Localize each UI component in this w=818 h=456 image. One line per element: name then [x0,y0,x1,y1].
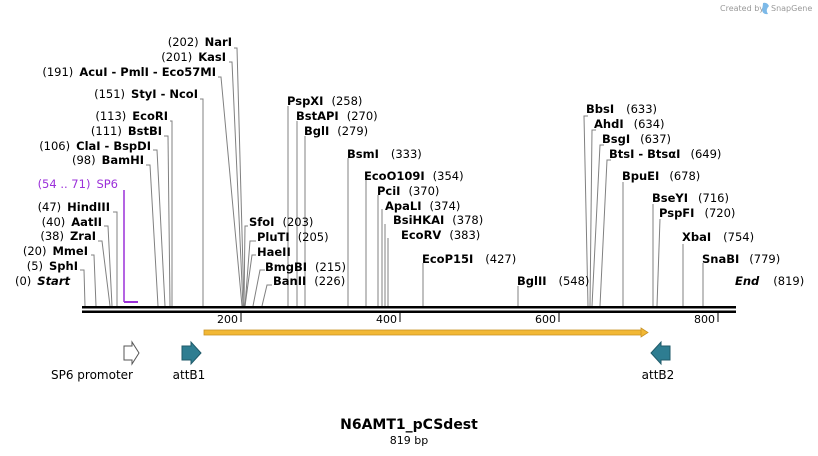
ruler-label-600: 600 [535,313,556,326]
site-label-pcii[interactable]: PciI(370) [377,184,439,198]
site-label-ahdi[interactable]: AhdI(634) [594,117,665,131]
site-label-bseyi[interactable]: BseYI(716) [652,191,729,205]
map-length: 819 bp [390,434,428,447]
attb2-arrow-icon [650,340,671,366]
backbone [82,306,736,313]
site-label-zrai[interactable]: (38)ZraI [40,229,96,243]
site-line-ecori [170,120,173,306]
site-label-bglii[interactable]: BglII(548) [517,274,589,288]
site-label-ecorv[interactable]: EcoRV(383) [401,228,480,242]
site-label-acui[interactable]: (191)AcuI - PmlI - Eco57MI [42,65,216,79]
site-label-snabi[interactable]: SnaBI(779) [702,252,780,266]
site-line-kasi [229,61,244,307]
feature-label-attb2: attB2 [642,368,675,382]
site-lines [80,47,704,307]
site-label-clai[interactable]: (106)ClaI - BspDI [39,139,151,153]
site-line-btsi [599,159,611,307]
site-line-pspfi [656,218,661,307]
site-line-sfoi [243,225,248,307]
site-label-bmgbi[interactable]: BmgBI(215) [265,260,346,274]
orf-bar [203,329,643,336]
site-line-bamhi [146,164,159,307]
site-label-bamhi[interactable]: (98)BamHI [72,153,144,167]
site-line-pluti [244,240,256,307]
site-line-sphi [80,269,86,307]
site-line-hindiii [113,211,118,306]
site-label-btsi[interactable]: BtsI - BtsαI(649) [609,147,721,161]
site-label-bsgi[interactable]: BsgI(637) [602,132,671,146]
attb1-arrow-icon [181,340,202,366]
site-label-start[interactable]: (0)Start [15,274,71,288]
site-line-ahdi [589,129,596,307]
site-line-zrai [98,240,111,307]
site-label-pspxi[interactable]: PspXI(258) [287,94,362,108]
site-labels: (202)NarI (201)KasI (191)AcuI - PmlI - E… [15,35,804,288]
site-line-bbsi [583,115,589,307]
site-label-pluti[interactable]: PluTI(205) [257,230,329,244]
site-label-bbsi[interactable]: BbsI(633) [586,102,657,116]
site-label-nari[interactable]: (202)NarI [168,35,232,49]
backbone-strand-bottom [82,310,736,313]
site-label-bsmi[interactable]: BsmI(333) [347,147,422,161]
site-label-end[interactable]: End(819) [735,274,804,288]
site-label-pspfi[interactable]: PspFI(720) [659,206,735,220]
snapgene-credit: Created by SnapGene [720,2,812,15]
feature-label-attb1: attB1 [173,368,206,382]
feature-label-sp6-promoter: SP6 promoter [51,368,133,382]
site-label-styi[interactable]: (151)StyI - NcoI [94,87,198,101]
orf-arrowhead-icon [640,327,649,338]
site-line-clai [153,149,166,307]
site-line-acui [218,76,243,307]
site-label-ecori[interactable]: (113)EcoRI [95,109,168,123]
site-label-kasi[interactable]: (201)KasI [161,50,226,64]
primer-sp6[interactable] [123,190,138,303]
site-label-ecop15i[interactable]: EcoP15I(427) [422,252,516,266]
orf-arrow[interactable] [203,327,649,338]
site-label-bstapi[interactable]: BstAPI(270) [296,109,378,123]
site-line-styi [200,98,204,306]
primer-label-sp6[interactable]: (54 .. 71)SP6 [38,177,118,191]
ruler-label-200: 200 [217,313,238,326]
backbone-strand-top [82,306,736,309]
ruler-label-400: 400 [376,313,397,326]
credit-brand: SnapGene [771,4,812,13]
site-line-bstbi [164,135,171,307]
site-label-hindiii[interactable]: (47)HindIII [38,200,110,214]
site-label-haeii[interactable]: HaeII [257,245,291,259]
site-line-bsgi [591,144,604,307]
site-label-bstbi[interactable]: (111)BstBI [91,124,162,138]
site-line-bmgbi [252,269,265,307]
site-label-apali[interactable]: ApaLI(374) [385,199,460,213]
site-label-bsihkai[interactable]: BsiHKAI(378) [393,213,483,227]
site-label-sfoi[interactable]: SfoI(203) [249,215,313,229]
site-label-bgli[interactable]: BglI(279) [304,124,368,138]
ruler: 200 400 600 800 [217,313,719,326]
promoter-arrow-icon [123,340,140,366]
feature-sp6-promoter[interactable]: SP6 promoter [51,340,140,382]
site-label-mmei[interactable]: (20)MmeI [23,244,88,258]
site-line-mmei [91,254,97,307]
feature-attb1[interactable]: attB1 [173,340,206,382]
site-label-aatii[interactable]: (40)AatII [42,215,102,229]
site-line-haeii [244,254,256,307]
feature-attb2[interactable]: attB2 [642,340,675,382]
site-label-ecoo109i[interactable]: EcoO109I(354) [364,169,464,183]
site-label-xbai[interactable]: XbaI(754) [682,230,754,244]
snapgene-logo-icon [762,2,769,15]
site-line-aatii [104,225,113,307]
credit-prefix: Created by [720,4,764,13]
site-line-banii [261,284,272,307]
site-line-nari [234,47,245,307]
site-label-banii[interactable]: BanII(226) [273,274,345,288]
site-label-bpuei[interactable]: BpuEI(678) [622,169,700,183]
ruler-label-800: 800 [694,313,715,326]
site-label-sphi[interactable]: (5)SphI [27,259,78,273]
map-title: N6AMT1_pCSdest [340,417,478,433]
